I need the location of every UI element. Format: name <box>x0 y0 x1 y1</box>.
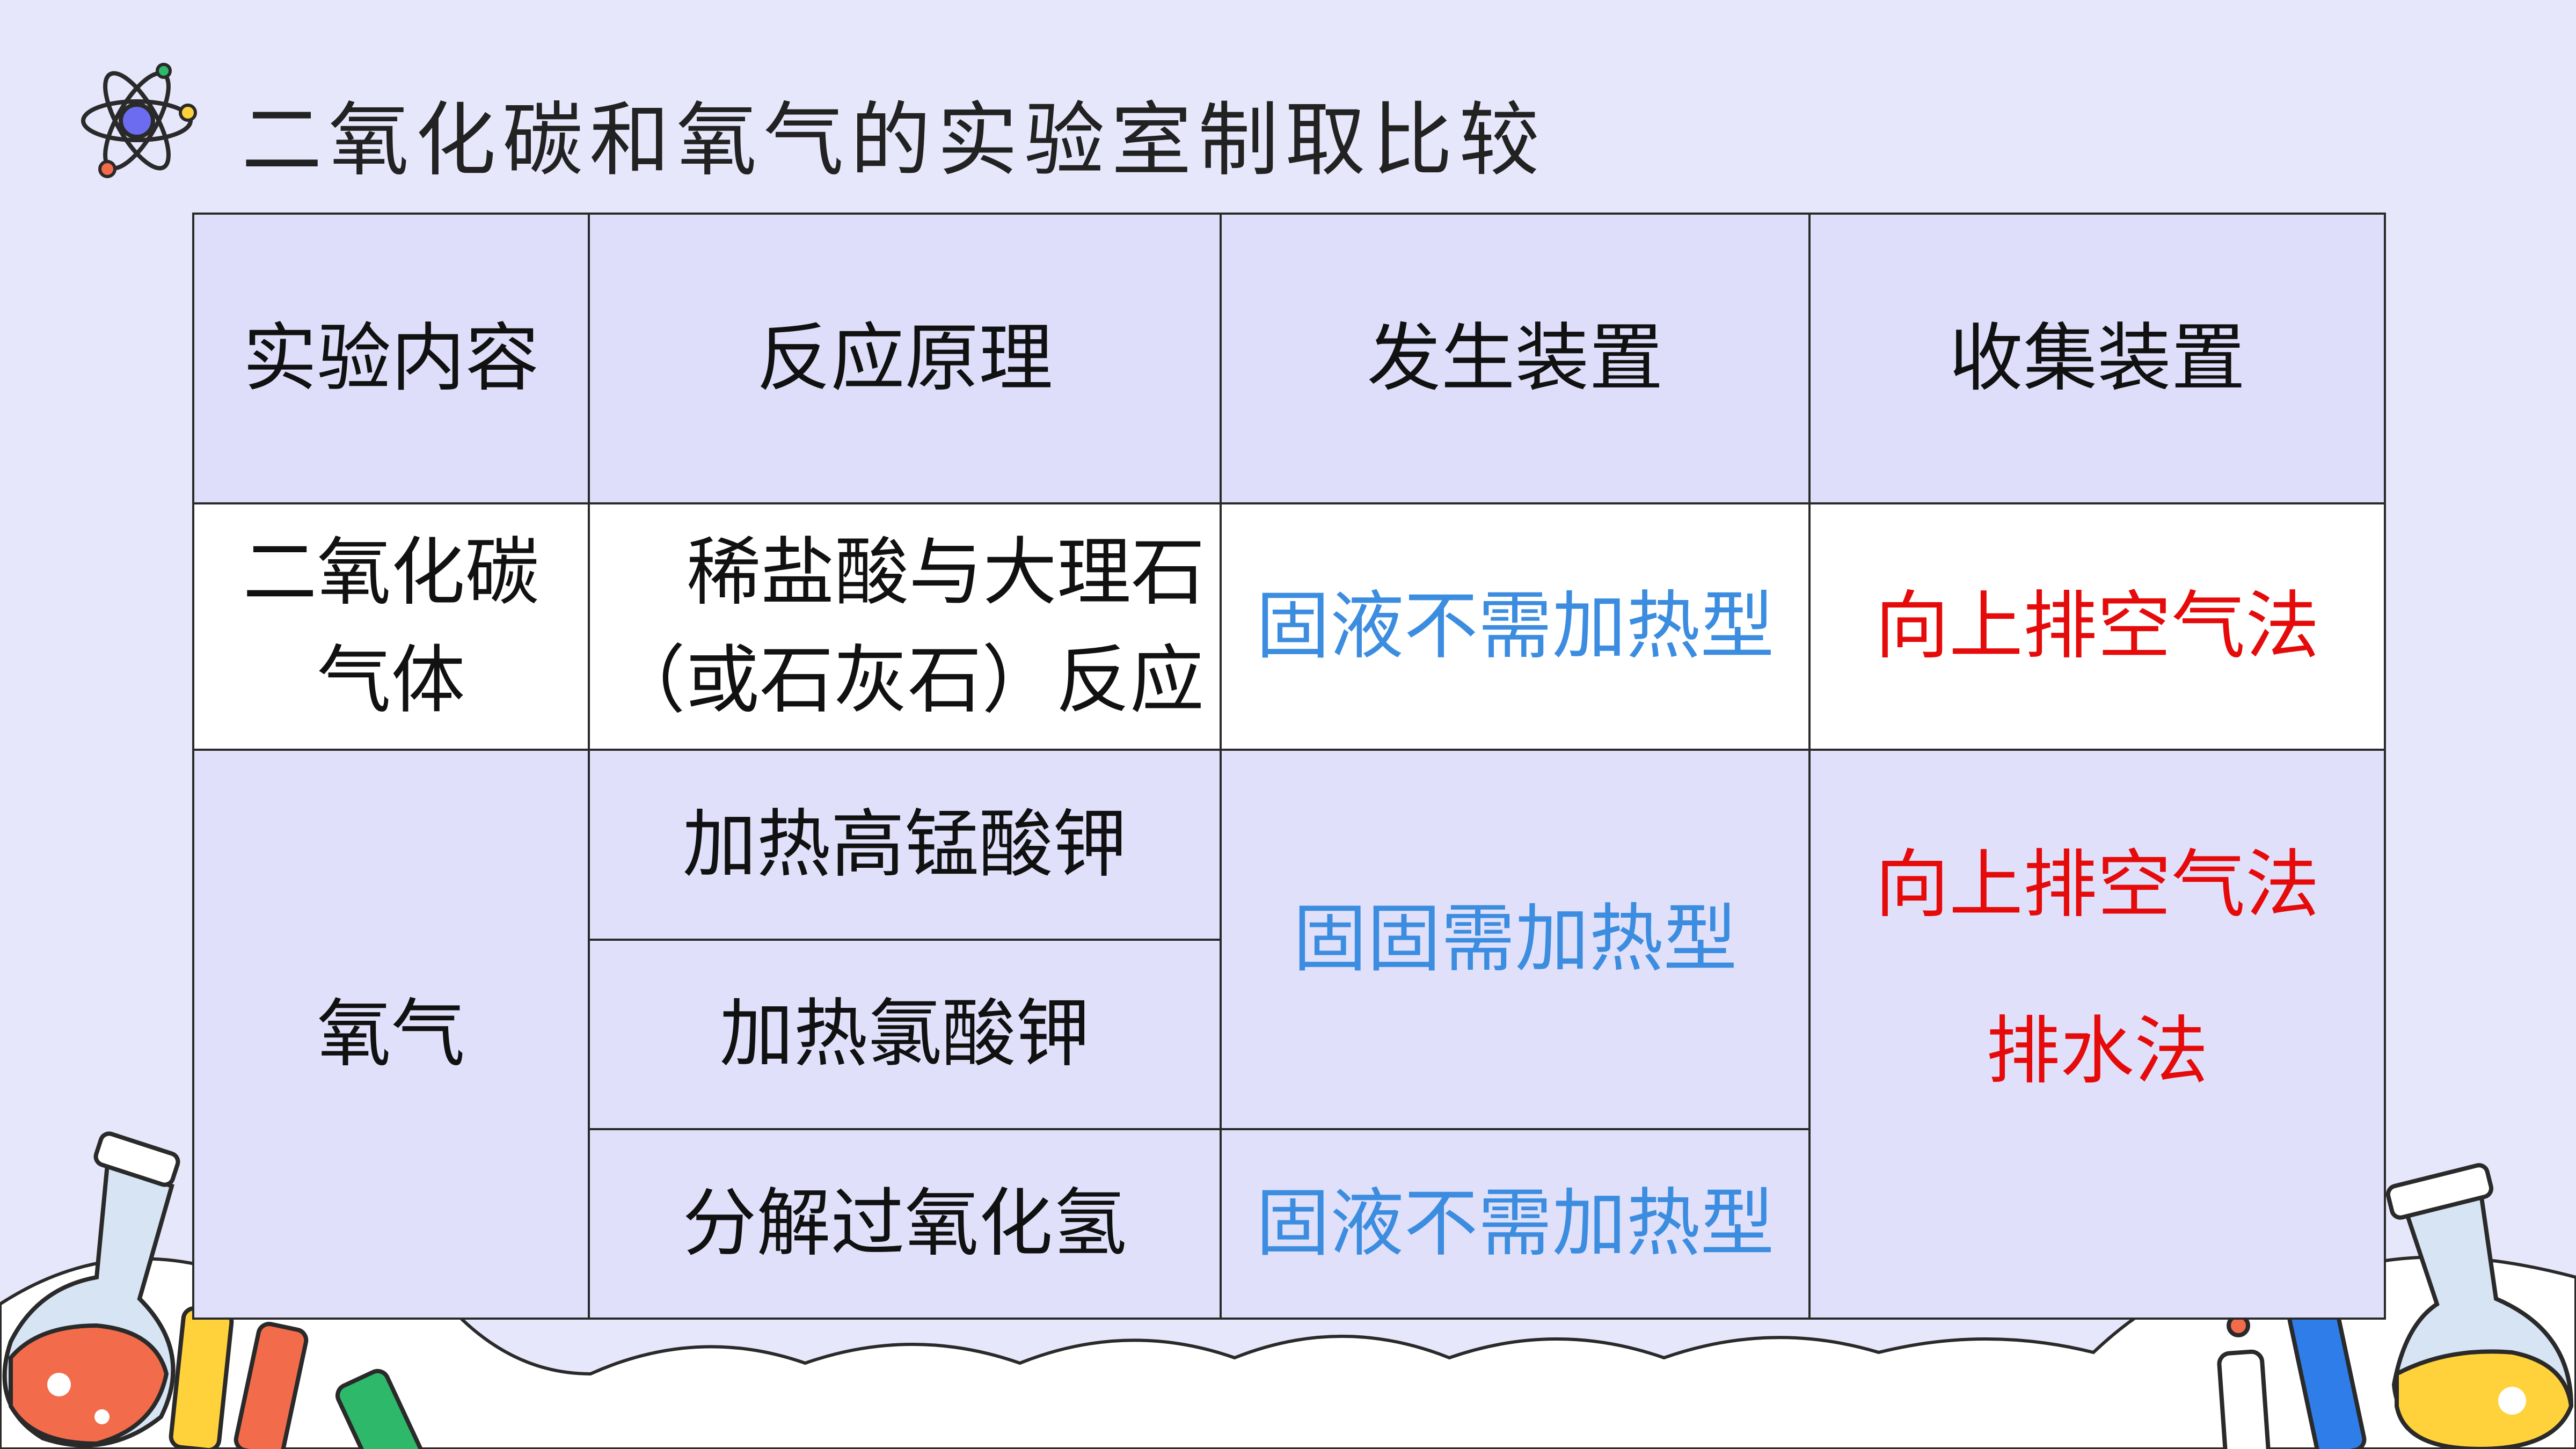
co2-reaction-cell: 稀盐酸与大理石 （或石灰石）反应 <box>588 502 1222 751</box>
co2-name-line2: 气体 <box>317 636 465 723</box>
page-title: 二氧化碳和氧气的实验室制取比较 <box>242 94 1546 187</box>
o2-name-cell: 氧气 <box>192 749 590 1320</box>
o2-collection-line1: 向上排空气法 <box>1874 841 2319 928</box>
atom-icon <box>81 63 197 178</box>
o2-collection-line2: 排水法 <box>1986 1008 2208 1095</box>
table-header-row: 实验内容 反应原理 发生装置 收集装置 <box>192 213 2386 504</box>
co2-reaction-line1: 稀盐酸与大理石 <box>687 529 1206 616</box>
left-tubes <box>169 1306 427 1449</box>
co2-reaction-line2: （或石灰石）反应 <box>611 636 1205 723</box>
title-bar: 二氧化碳和氧气的实验室制取比较 <box>75 59 1685 188</box>
comparison-table: 实验内容 反应原理 发生装置 收集装置 二氧化碳 气体 稀盐酸与大理石 （或石灰… <box>192 213 2386 1320</box>
left-flask <box>2 1131 180 1448</box>
co2-collection-cell: 向上排空气法 <box>1808 502 2386 751</box>
table-row-o2-kmno4: 氧气 加热高锰酸钾 固固需加热型 向上排空气法 排水法 <box>192 749 2386 1320</box>
co2-name-line1: 二氧化碳 <box>243 529 539 616</box>
header-cell-collection: 收集装置 <box>1808 213 2386 504</box>
o2-reaction-kclo3: 加热氯酸钾 <box>588 939 1222 1130</box>
table-row-co2: 二氧化碳 气体 稀盐酸与大理石 （或石灰石）反应 固液不需加热型 向上排空气法 <box>192 502 2386 751</box>
co2-name-cell: 二氧化碳 气体 <box>192 502 590 751</box>
o2-reaction-h2o2: 分解过氧化氢 <box>588 1128 1222 1320</box>
table-row-o2-kclo3: 加热氯酸钾 <box>193 939 2385 1130</box>
o2-reaction-kmno4: 加热高锰酸钾 <box>588 749 1222 941</box>
o2-apparatus-unheated-cell: 固液不需加热型 <box>1220 1128 1811 1320</box>
o2-apparatus-heated-cell: 固固需加热型 <box>1220 749 1811 1130</box>
header-cell-principle: 反应原理 <box>588 213 1222 504</box>
table-row-o2-h2o2: 分解过氧化氢 固液不需加热型 <box>193 1128 2385 1320</box>
header-cell-apparatus: 发生装置 <box>1220 213 1811 504</box>
co2-apparatus-cell: 固液不需加热型 <box>1220 502 1811 751</box>
header-cell-content: 实验内容 <box>192 213 590 504</box>
o2-collection-cell: 向上排空气法 排水法 <box>1808 749 2386 1320</box>
